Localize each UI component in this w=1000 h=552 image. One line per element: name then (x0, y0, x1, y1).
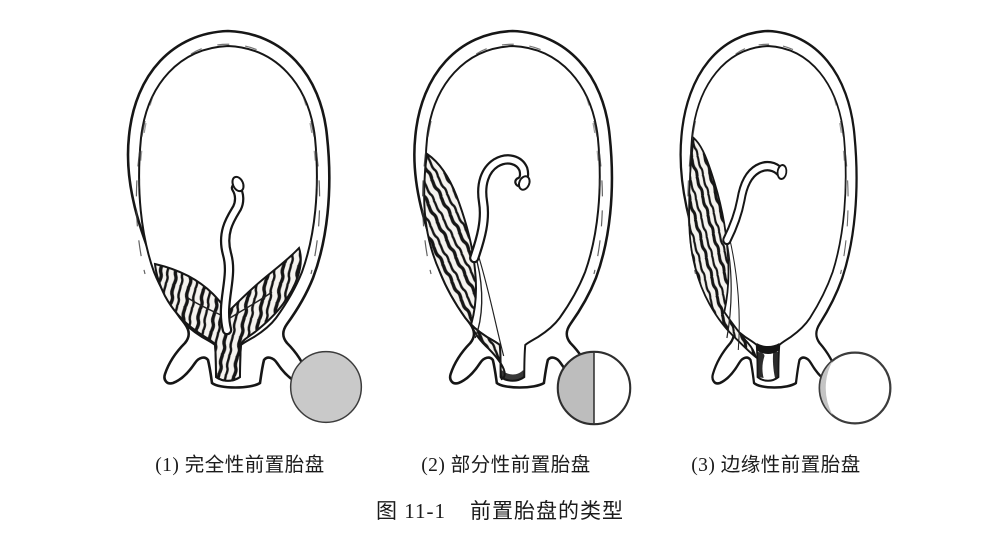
uterus-illustration-partial-previa (413, 29, 614, 389)
canal-shadow (500, 370, 525, 381)
figure-caption: 图 11-1 前置胎盘的类型 (376, 495, 624, 525)
panel-label-marginal: (3) 边缘性前置胎盘 (691, 455, 861, 476)
cord-cut-end (517, 175, 531, 191)
wall-hatching (422, 43, 603, 275)
os-indicator-full (289, 350, 363, 424)
umbilical-cord (469, 154, 531, 264)
wall-hatching (135, 43, 321, 275)
figure-title: 前置胎盘的类型 (469, 499, 624, 523)
os-indicator-half (556, 350, 632, 426)
placenta-partial (423, 152, 506, 381)
os-indicator-full-disc (289, 350, 363, 424)
canal-shadow (756, 343, 780, 378)
os-indicator-half-shaded (557, 351, 594, 425)
cord-cut-end (231, 175, 245, 193)
figure-number: 图 11-1 (376, 499, 446, 523)
membrane-lines (474, 257, 505, 357)
membrane-lines (726, 237, 740, 351)
cord-cut-end (776, 164, 788, 180)
placenta-marginal (688, 136, 758, 360)
umbilical-cord (722, 160, 788, 246)
panel-label-complete: (1) 完全性前置胎盘 (155, 455, 325, 476)
os-indicator-rim-crescent (820, 361, 833, 415)
uterus-illustration-complete-previa (126, 29, 331, 389)
os-indicator-rim (818, 351, 892, 425)
panel-label-partial: (2) 部分性前置胎盘 (421, 455, 591, 476)
uterus-illustration-marginal-previa (679, 29, 858, 389)
umbilical-cord (219, 175, 245, 336)
wall-hatching (687, 43, 849, 275)
